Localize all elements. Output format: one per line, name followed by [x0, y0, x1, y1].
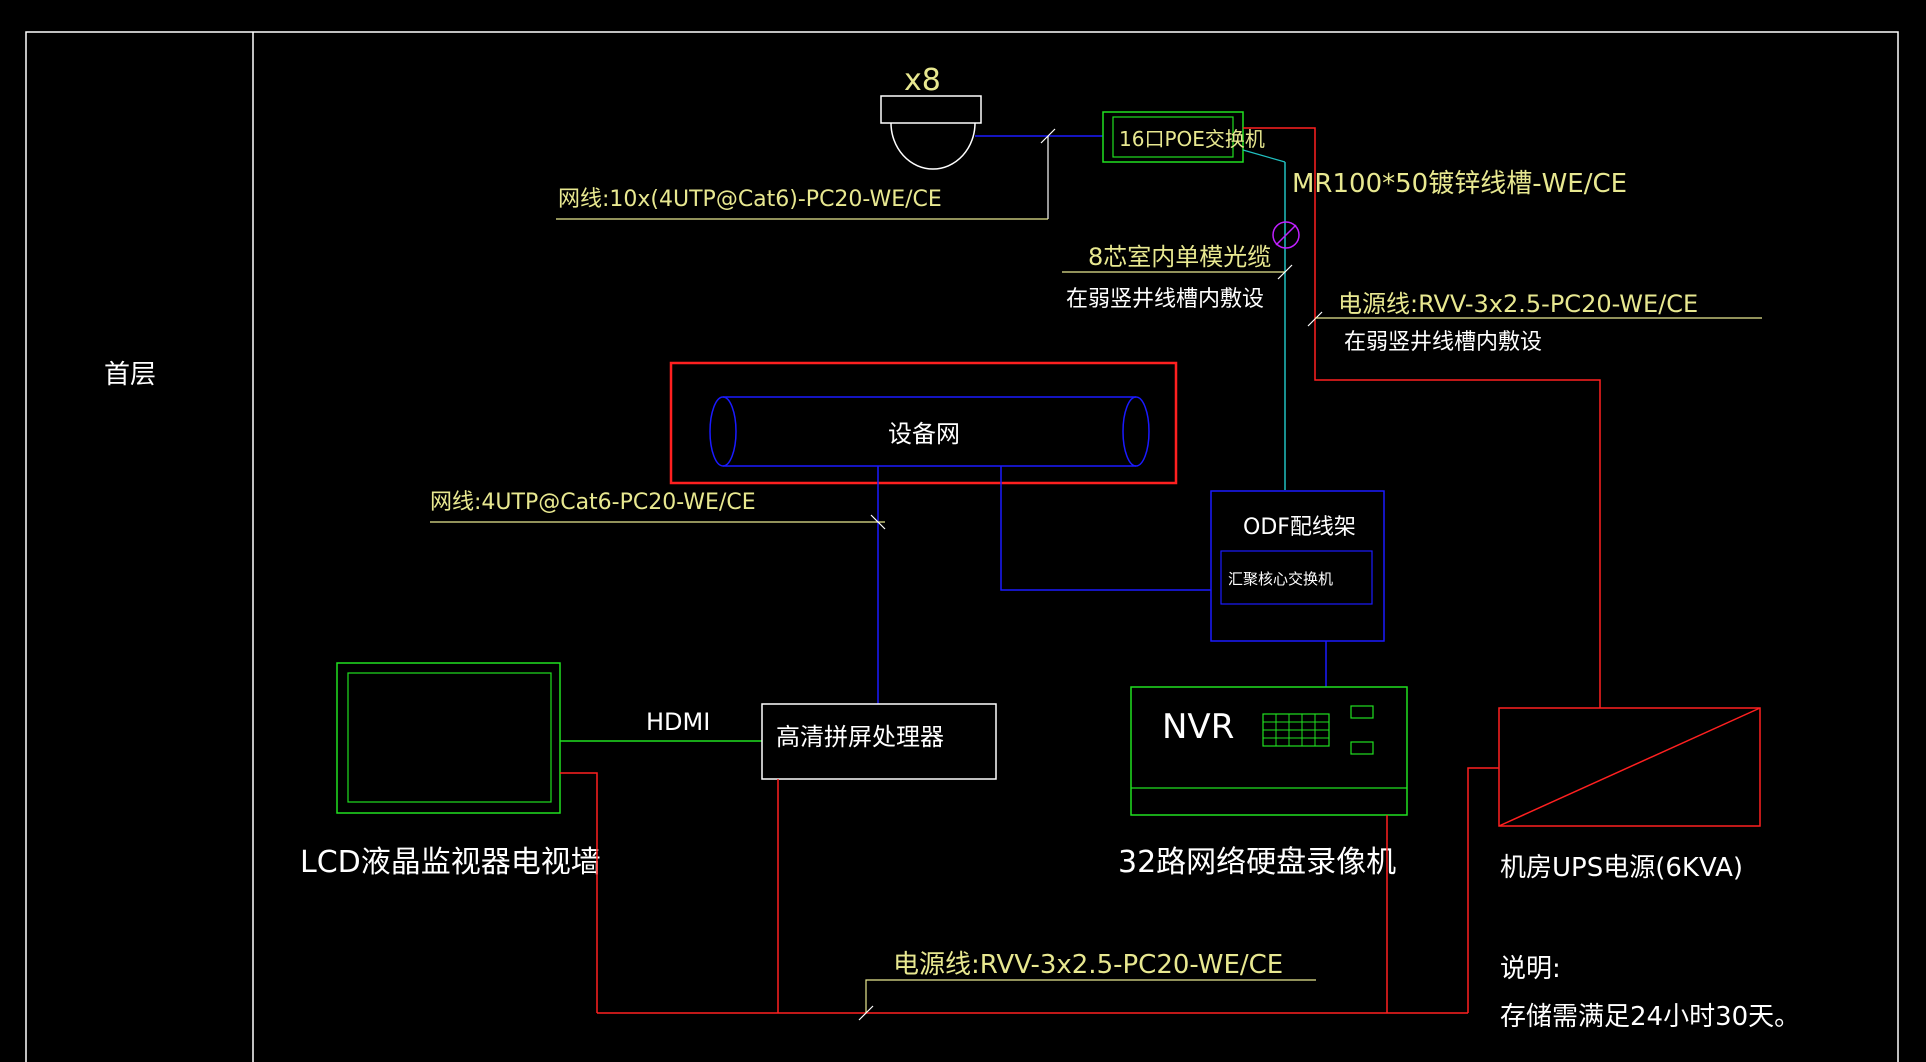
- lcd-wall-outer[interactable]: [336, 662, 561, 814]
- fiber-junction-slash: [1275, 224, 1297, 246]
- power-bottom-tick: [858, 1005, 874, 1021]
- cylinder-left-cap: [709, 396, 737, 467]
- drawing-frame: [25, 31, 1899, 1062]
- nvr-caption: 32路网络硬盘录像机: [1118, 845, 1396, 880]
- camera-network-label: 网线:10x(4UTP@Cat6)-PC20-WE/CE: [558, 187, 942, 212]
- poe-switch-inner: [1112, 116, 1234, 158]
- power-bottom-leader: [865, 979, 1316, 1013]
- fiber-tick: [1277, 264, 1293, 280]
- hdmi-label: HDMI: [646, 708, 710, 736]
- ups-label: 机房UPS电源(6KVA): [1500, 853, 1743, 883]
- power-top-tick: [1307, 311, 1323, 327]
- lcd-wall-label: LCD液晶监视器电视墙: [300, 845, 601, 880]
- camera-count: x8: [904, 63, 941, 98]
- poe-switch-label: 16口POE交换机: [1119, 127, 1265, 151]
- nvr-indicator-bottom: [1350, 741, 1374, 755]
- network-to-odf-link: [1000, 466, 1211, 591]
- fiber-label: 8芯室内单模光缆: [1088, 243, 1271, 271]
- ups-box[interactable]: [1498, 707, 1761, 827]
- camera-network-tick: [1040, 128, 1056, 144]
- nvr-unit[interactable]: [1130, 686, 1408, 816]
- lcd-power-line: [560, 772, 598, 1013]
- ups-power-line: [1467, 767, 1499, 1013]
- power-top-label: 电源线:RVV-3x2.5-PC20-WE/CE: [1338, 290, 1698, 318]
- core-switch-label: 汇聚核心交换机: [1228, 570, 1333, 588]
- equipment-network-cylinder[interactable]: [709, 396, 1150, 467]
- processor-box[interactable]: [761, 703, 997, 780]
- fiber-link-top: [1242, 149, 1286, 163]
- notes-title: 说明:: [1500, 954, 1561, 984]
- camera-dome: [890, 122, 976, 170]
- processor-label: 高清拼屏处理器: [776, 723, 944, 751]
- fiber-junction-icon: [1272, 221, 1300, 249]
- notes-text: 存储需满足24小时30天。: [1500, 1002, 1800, 1032]
- equipment-network-label: 设备网: [888, 420, 960, 448]
- nvr-body: [1130, 686, 1408, 816]
- nvr-label: NVR: [1162, 707, 1234, 747]
- nvr-indicator-top: [1350, 705, 1374, 719]
- device-network-label: 网线:4UTP@Cat6-PC20-WE/CE: [430, 490, 756, 515]
- ups-diagonal: [1498, 707, 1761, 827]
- cylinder-right-cap: [1122, 396, 1150, 467]
- power-bottom-label: 电源线:RVV-3x2.5-PC20-WE/CE: [893, 950, 1283, 980]
- dome-camera-icon: [880, 95, 982, 170]
- switch-power-line: [1243, 127, 1601, 708]
- tray-label: MR100*50镀锌线槽-WE/CE: [1292, 169, 1627, 199]
- poe-switch-outer[interactable]: [1102, 111, 1244, 163]
- equipment-network-frame: [669, 361, 1178, 485]
- camera-mount: [880, 95, 982, 124]
- fiber-note: 在弱竖井线槽内敷设: [1066, 287, 1264, 312]
- device-network-tick: [870, 514, 886, 530]
- floor-label: 首层: [104, 360, 156, 390]
- odf-rack[interactable]: [1210, 490, 1385, 642]
- odf-label: ODF配线架: [1243, 515, 1356, 540]
- core-switch-box[interactable]: [1220, 550, 1373, 605]
- lcd-wall-screen: [347, 672, 552, 803]
- power-top-note: 在弱竖井线槽内敷设: [1344, 330, 1542, 355]
